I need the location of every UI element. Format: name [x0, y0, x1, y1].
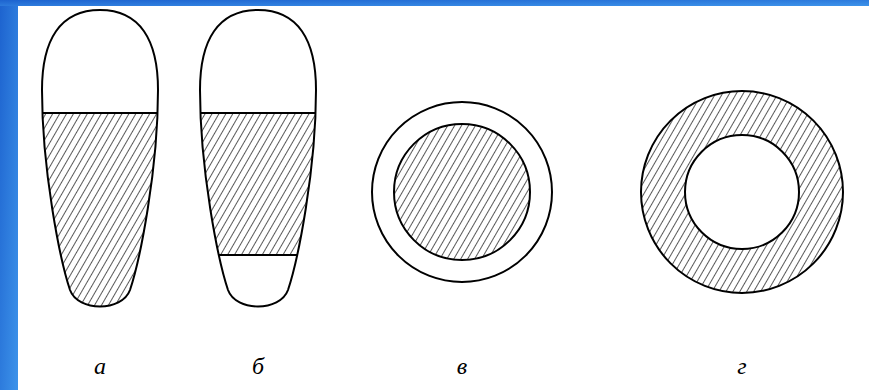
figure-letter: в: [457, 354, 467, 378]
slide-border: [0, 0, 869, 6]
sphere-shell-filled: [641, 91, 843, 293]
sphere-inner-filled: [372, 102, 552, 282]
figure-letter: г: [737, 354, 746, 378]
figure-letter: б: [252, 354, 264, 378]
vessel-b: [0, 10, 869, 307]
figure-letter: а: [94, 354, 106, 378]
vessel-a: [0, 10, 869, 390]
slide-border: [0, 0, 18, 390]
